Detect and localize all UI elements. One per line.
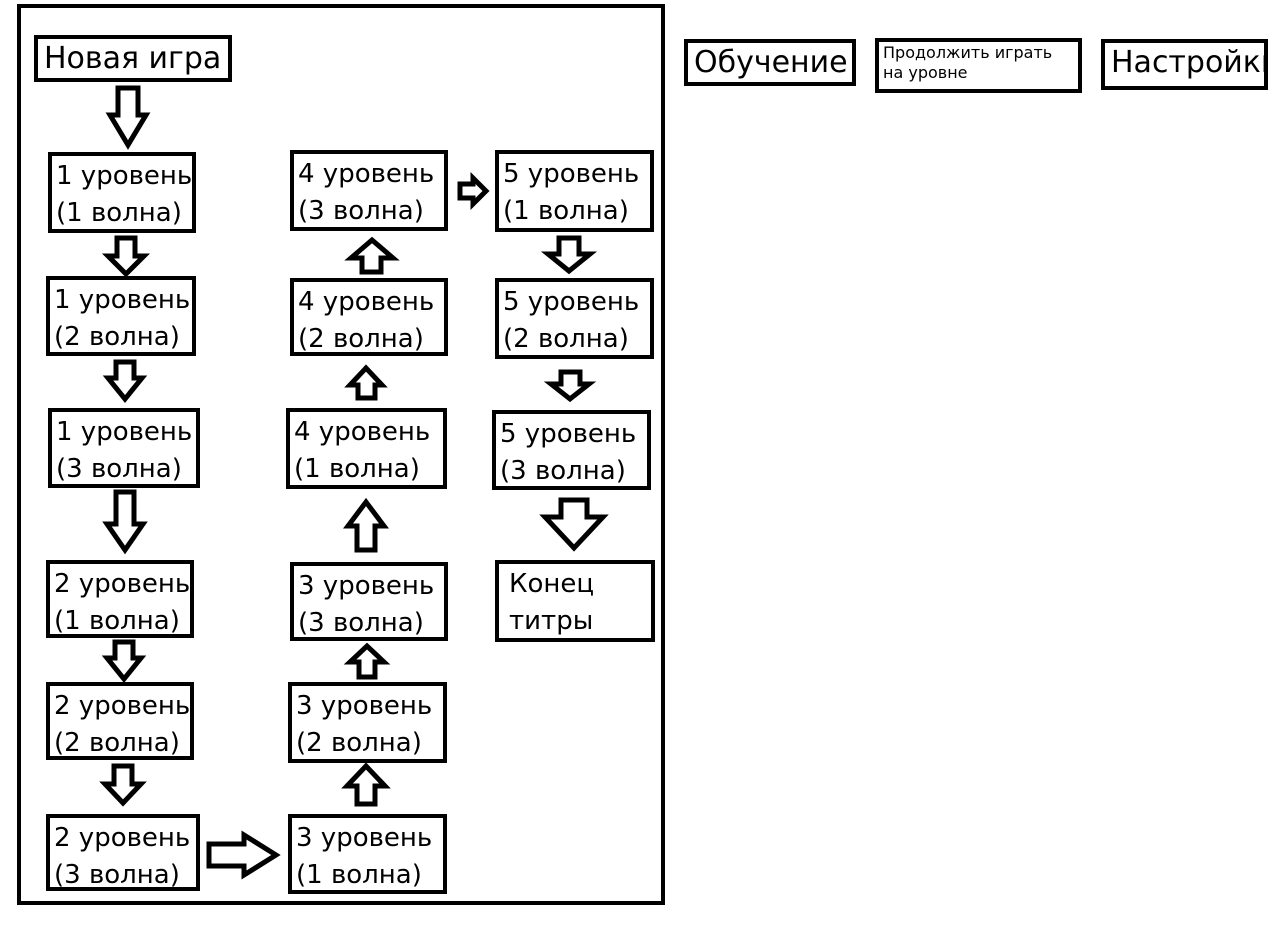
level2-wave3-node: 2 уровень (3 волна) xyxy=(46,814,200,891)
arrow-up-icon xyxy=(341,762,391,807)
new-game-node[interactable]: Новая игра xyxy=(34,35,232,82)
arrow-up-icon xyxy=(343,642,391,680)
settings-button[interactable]: Настройки xyxy=(1101,39,1268,90)
arrow-down-icon xyxy=(539,497,609,552)
level2-wave2-node: 2 уровень (2 волна) xyxy=(46,682,194,760)
level3-wave2-node: 3 уровень (2 волна) xyxy=(288,682,447,763)
level1-wave3-node: 1 уровень (3 волна) xyxy=(48,408,200,488)
level1-wave2-node: 1 уровень (2 волна) xyxy=(46,276,196,356)
level1-wave1-node: 1 уровень (1 волна) xyxy=(48,152,196,233)
continue-at-level-button[interactable]: Продолжить играть на уровне xyxy=(875,38,1082,93)
level4-wave1-node: 4 уровень (1 волна) xyxy=(286,408,447,489)
arrow-down-icon xyxy=(99,763,147,807)
level3-wave3-node: 3 уровень (3 волна) xyxy=(290,562,448,641)
arrow-up-icon xyxy=(343,497,389,553)
level3-wave1-node: 3 уровень (1 волна) xyxy=(288,814,447,894)
arrow-down-icon xyxy=(105,85,151,150)
level4-wave2-node: 4 уровень (2 волна) xyxy=(290,278,448,356)
tutorial-button[interactable]: Обучение xyxy=(684,39,856,86)
arrow-right-icon xyxy=(457,171,490,211)
level2-wave1-node: 2 уровень (1 волна) xyxy=(46,560,194,638)
level5-wave3-node: 5 уровень (3 волна) xyxy=(492,410,651,490)
level5-wave1-node: 5 уровень (1 волна) xyxy=(495,150,654,232)
end-credits-node: Конец титры xyxy=(495,560,655,642)
arrow-down-icon xyxy=(101,639,147,683)
arrow-down-icon xyxy=(101,235,151,278)
arrow-up-icon xyxy=(344,364,388,401)
arrow-down-icon xyxy=(540,235,598,275)
arrow-down-icon xyxy=(102,359,148,403)
arrow-up-icon xyxy=(344,236,400,275)
level5-wave2-node: 5 уровень (2 волна) xyxy=(495,278,654,359)
level4-wave3-node: 4 уровень (3 волна) xyxy=(290,150,448,231)
arrow-down-icon xyxy=(543,369,597,403)
game-flow-frame xyxy=(17,4,665,905)
arrow-right-icon xyxy=(206,830,281,880)
arrow-down-icon xyxy=(102,489,148,555)
